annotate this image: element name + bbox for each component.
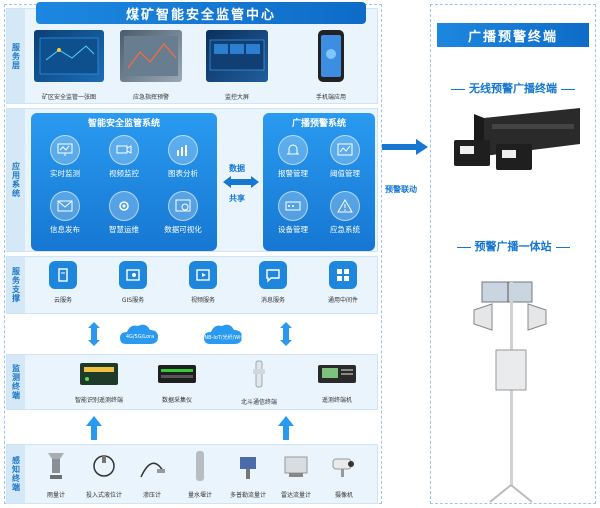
terminal-box-icon (80, 363, 118, 385)
exchange-top-label: 数据 (229, 164, 245, 173)
sensor-weir[interactable]: 量水堰计 (175, 449, 225, 499)
layer-label-monitor: 监测终端 (7, 355, 25, 409)
message-icon (266, 269, 280, 283)
tile-video[interactable]: 视频监控 (96, 135, 152, 179)
svc-video[interactable]: 视频服务 (173, 261, 233, 304)
broadcast-station-image[interactable] (470, 280, 570, 504)
map-icon (126, 269, 140, 281)
sensor-rain[interactable]: 雨量计 (31, 449, 81, 499)
caption-emergency: 应急指挥预警 (132, 94, 169, 101)
tile-chart[interactable]: 图表分析 (155, 135, 211, 179)
link-arrow (382, 139, 428, 155)
antenna-icon (253, 360, 265, 388)
cloud-label-2: NB-IoT/光纤/Wifi (204, 335, 244, 341)
collector-icon (158, 365, 196, 383)
tile-alarm[interactable]: 报警管理 (265, 135, 321, 179)
tile-realtime[interactable]: 实时监测 (37, 135, 93, 179)
right-frame (430, 4, 596, 504)
wireless-terminal-title: 无线预警广播终端 (437, 80, 589, 96)
sensor-camera[interactable]: 摄像机 (319, 449, 369, 499)
dev-ai-terminal[interactable]: 智能识别遥测终端 (69, 361, 129, 404)
link-label: 预警联动 (385, 185, 417, 194)
layer-label-application: 应用系统 (7, 109, 25, 251)
screen-emergency[interactable] (120, 30, 182, 82)
caption-mobile: 手机端应用 (315, 94, 346, 101)
camera-icon (116, 145, 132, 154)
device-icon (285, 201, 301, 211)
caption-map: 矿区安全监管一张图 (41, 94, 96, 101)
upward-arrows (86, 416, 294, 440)
sensor-radar[interactable]: 雷达流量计 (271, 449, 321, 499)
threshold-icon (337, 143, 353, 156)
radar-icon (284, 456, 308, 477)
play-icon (196, 269, 210, 281)
bar-chart-icon (177, 145, 187, 156)
main-title: 煤矿智能安全监管中心 (36, 2, 366, 24)
sensor-doppler[interactable]: 多普勒流量计 (223, 449, 273, 499)
network-row (88, 322, 292, 346)
sensor-pressure[interactable]: 渗压计 (127, 449, 177, 499)
server-icon (58, 268, 68, 282)
exchange-bottom-label: 共享 (229, 194, 245, 203)
smart-system-title: 智能安全监管系统 (87, 119, 160, 129)
cloud-label-1: 4G/5G/Lora (125, 334, 155, 340)
monitor-layer: 监测终端 智能识别遥测终端 数据采集仪 北斗通信终端 遥测终端机 (6, 354, 378, 410)
dev-collector[interactable]: 数据采集仪 (147, 361, 207, 404)
tile-emergency[interactable]: 应急系统 (317, 191, 373, 235)
screen-mobile[interactable] (318, 30, 344, 82)
monitor-icon (57, 143, 73, 156)
rain-gauge-icon (48, 453, 64, 479)
tile-device[interactable]: 设备管理 (265, 191, 321, 235)
dev-telemetry[interactable]: 遥测终端机 (307, 361, 367, 404)
svc-gis[interactable]: GIS服务 (103, 261, 163, 304)
telemetry-icon (318, 365, 356, 383)
tile-visual[interactable]: 数据可视化 (155, 191, 211, 235)
sensing-layer: 感知终端 雨量计 投入式液位计 渗压计 量水堰计 多普勒流量计 雷达流量计 摄像… (6, 444, 378, 504)
svc-middleware[interactable]: 通用中间件 (313, 261, 373, 304)
doppler-icon (240, 457, 256, 479)
dev-beidou[interactable]: 北斗通信终端 (229, 359, 289, 406)
tile-publish[interactable]: 信息发布 (37, 191, 93, 235)
application-layer: 应用系统 智能安全监管系统 实时监测 视频监控 图表分析 信息发布 智慧运维 (6, 108, 378, 252)
screen-bigscreen[interactable] (206, 30, 268, 82)
layer-label-support: 服务支撑 (7, 257, 25, 313)
camera-icon (332, 458, 354, 477)
dashboard-icon (175, 199, 191, 212)
tile-threshold[interactable]: 阈值管理 (317, 135, 373, 179)
sensor-level[interactable]: 投入式液位计 (79, 449, 129, 499)
mail-icon (57, 200, 73, 212)
support-layer: 服务支撑 云服务 GIS服务 视频服务 消息服务 通用中间件 (6, 256, 378, 314)
svc-cloud[interactable]: 云服务 (33, 261, 93, 304)
broadcast-system-title: 广播预警系统 (291, 119, 346, 129)
alarm-icon (287, 144, 299, 155)
wireless-terminal-image[interactable] (444, 106, 584, 176)
svc-message[interactable]: 消息服务 (243, 261, 303, 304)
level-sensor-icon (93, 455, 115, 477)
grid-icon (337, 269, 349, 281)
layer-label-sensing: 感知终端 (7, 445, 25, 503)
gear-icon (119, 201, 129, 211)
exchange-arrow (223, 176, 259, 188)
warning-icon (337, 199, 353, 213)
caption-bigscreen: 监控大屏 (224, 94, 249, 101)
pressure-sensor-icon (140, 462, 165, 478)
screen-map[interactable] (34, 30, 104, 82)
smart-system-panel: 智能安全监管系统 实时监测 视频监控 图表分析 信息发布 智慧运维 (31, 113, 217, 251)
weir-gauge-icon (196, 451, 204, 481)
tile-ops[interactable]: 智慧运维 (96, 191, 152, 235)
broadcast-system-panel: 广播预警系统 报警管理 阈值管理 设备管理 应急系统 (263, 113, 375, 251)
right-title: 广播预警终端 (437, 23, 589, 47)
station-title: 预警广播一体站 (437, 238, 589, 254)
layer-label-service: 服务层 (7, 9, 25, 103)
